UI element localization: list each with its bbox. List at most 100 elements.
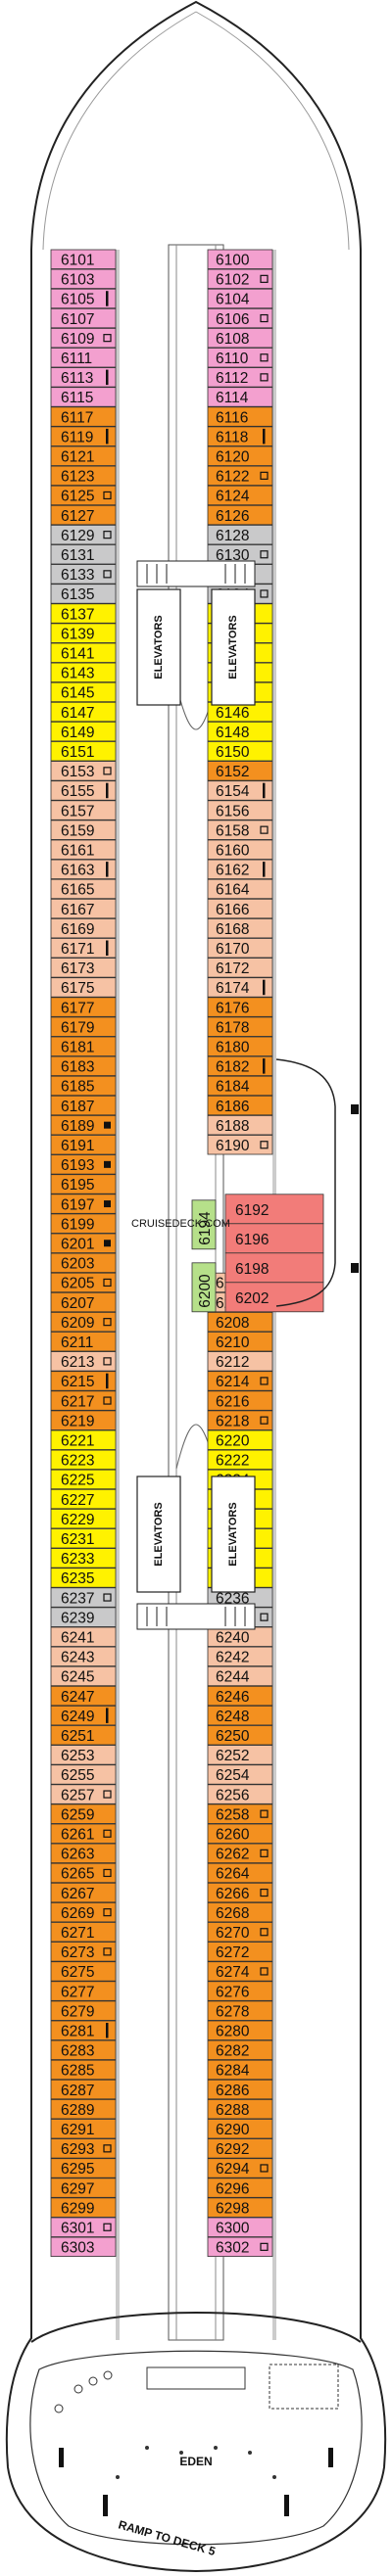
cabin-6284: 6284 — [207, 2059, 273, 2081]
cabin-6291: 6291 — [50, 2119, 117, 2139]
cabin-number: 6168 — [216, 921, 249, 938]
cabin-number: 6262 — [216, 1847, 249, 1863]
cabin-6108: 6108 — [207, 327, 273, 349]
cabin-6272: 6272 — [207, 1942, 273, 1962]
cabin-number: 6287 — [61, 2083, 94, 2099]
cabin-number: 6116 — [216, 409, 248, 426]
cabin-6131: 6131 — [50, 544, 117, 565]
cabin-block — [50, 1312, 117, 1333]
cabin-6191: 6191 — [50, 1135, 117, 1155]
stairs-forward — [136, 560, 256, 587]
venue-table — [145, 2446, 149, 2450]
cabin-block — [50, 387, 117, 407]
cabin-number: 6263 — [61, 1847, 94, 1863]
cabin-6221: 6221 — [50, 1429, 117, 1450]
cabin-number: 6270 — [216, 1925, 250, 1942]
cabin-block — [50, 1942, 117, 1962]
cabin-6240: 6240 — [207, 1626, 273, 1647]
divider-icon — [106, 2023, 109, 2038]
cabin-6172: 6172 — [207, 958, 273, 978]
cabin-block — [50, 1548, 117, 1569]
cabin-6103: 6103 — [50, 268, 117, 290]
accessible-icon — [103, 1278, 112, 1288]
cabin-block — [207, 1942, 273, 1962]
cabin-6174: 6174 — [207, 977, 273, 998]
cabin-number: 6135 — [61, 586, 94, 603]
cabin-number: 6239 — [61, 1610, 94, 1626]
cabin-6109: 6109 — [50, 327, 117, 349]
cabin-block — [50, 426, 117, 446]
cabin-block — [50, 504, 117, 526]
cabin-number: 6154 — [216, 783, 250, 800]
accessible-icon — [103, 1829, 112, 1838]
cabin-6181: 6181 — [50, 1036, 117, 1056]
cabin-block — [50, 800, 117, 820]
cabin-block — [207, 1351, 273, 1372]
cabin-block — [207, 722, 273, 742]
cabin-number: 6180 — [216, 1040, 250, 1056]
cabin-6115: 6115 — [50, 387, 117, 407]
cabin-6105: 6105 — [50, 288, 117, 309]
cabin-6118: 6118 — [207, 426, 273, 446]
cabin-block — [50, 525, 117, 545]
cabin-number: 6117 — [61, 409, 93, 426]
cabin-block — [207, 1390, 273, 1411]
cabin-6217: 6217 — [50, 1390, 117, 1411]
cabin-number: 6119 — [61, 429, 93, 445]
cabin-block — [207, 367, 273, 388]
cabin-block — [207, 780, 273, 801]
cabin-number: 6157 — [61, 803, 94, 820]
cabin-block — [50, 1252, 117, 1273]
divider-icon — [263, 1058, 266, 1074]
cabin-6186: 6186 — [207, 1095, 273, 1116]
cabin-number: 6285 — [61, 2063, 94, 2080]
cabin-number: 6244 — [216, 1669, 250, 1686]
cabin-number: 6233 — [61, 1551, 94, 1568]
cabin-block — [50, 780, 117, 801]
cabin-6119: 6119 — [50, 426, 117, 446]
cabin-number: 6254 — [216, 1767, 250, 1784]
cabin-6200: 6200 — [191, 1262, 217, 1313]
cabin-number: 6281 — [61, 2024, 94, 2040]
cabin-6264: 6264 — [207, 1862, 273, 1884]
cabin-block — [207, 1312, 273, 1333]
suite-block-cell — [224, 1223, 324, 1254]
cabin-number: 6235 — [61, 1570, 94, 1587]
cabin-number: 6183 — [61, 1059, 94, 1076]
cabin-6283: 6283 — [50, 2039, 117, 2061]
cabin-number: 6221 — [61, 1433, 94, 1450]
cabin-6269: 6269 — [50, 1902, 117, 1923]
cabin-6252: 6252 — [207, 1745, 273, 1765]
cabin-block — [207, 485, 273, 506]
accessible-icon — [260, 1967, 269, 1976]
cabin-6255: 6255 — [50, 1764, 117, 1785]
cabin-6293: 6293 — [50, 2138, 117, 2159]
cabin-number: 6256 — [216, 1787, 249, 1803]
cabin-block — [50, 327, 117, 349]
cabin-block — [207, 1764, 273, 1785]
cabin-number: 6172 — [216, 960, 249, 977]
elevator-bank-aft: ELEVATORS ELEVATORS — [136, 1475, 256, 1593]
cabin-block — [207, 1410, 273, 1430]
accessible-icon — [260, 550, 269, 559]
cabin-number: 6120 — [216, 449, 250, 466]
cabin-number: 6293 — [61, 2141, 94, 2158]
cabin-block — [50, 1115, 117, 1136]
cabin-number: 6153 — [61, 764, 94, 780]
suite-6198: 6198 — [224, 1252, 324, 1284]
cabin-6248: 6248 — [207, 1706, 273, 1726]
venue-pillar — [103, 2495, 108, 2516]
cabin-block — [50, 2236, 117, 2258]
cabin-6256: 6256 — [207, 1784, 273, 1804]
cabin-6165: 6165 — [50, 878, 117, 900]
cabin-6261: 6261 — [50, 1823, 117, 1844]
cabin-number: 6190 — [216, 1138, 250, 1154]
cabin-6265: 6265 — [50, 1862, 117, 1884]
watermark-brand-main: CRUISEDECK — [131, 1218, 203, 1230]
divider-icon — [263, 862, 266, 877]
cabin-block — [50, 406, 117, 427]
cabin-number: 6106 — [216, 311, 249, 328]
cabin-block — [207, 898, 273, 919]
cabin-number: 6247 — [61, 1689, 94, 1706]
